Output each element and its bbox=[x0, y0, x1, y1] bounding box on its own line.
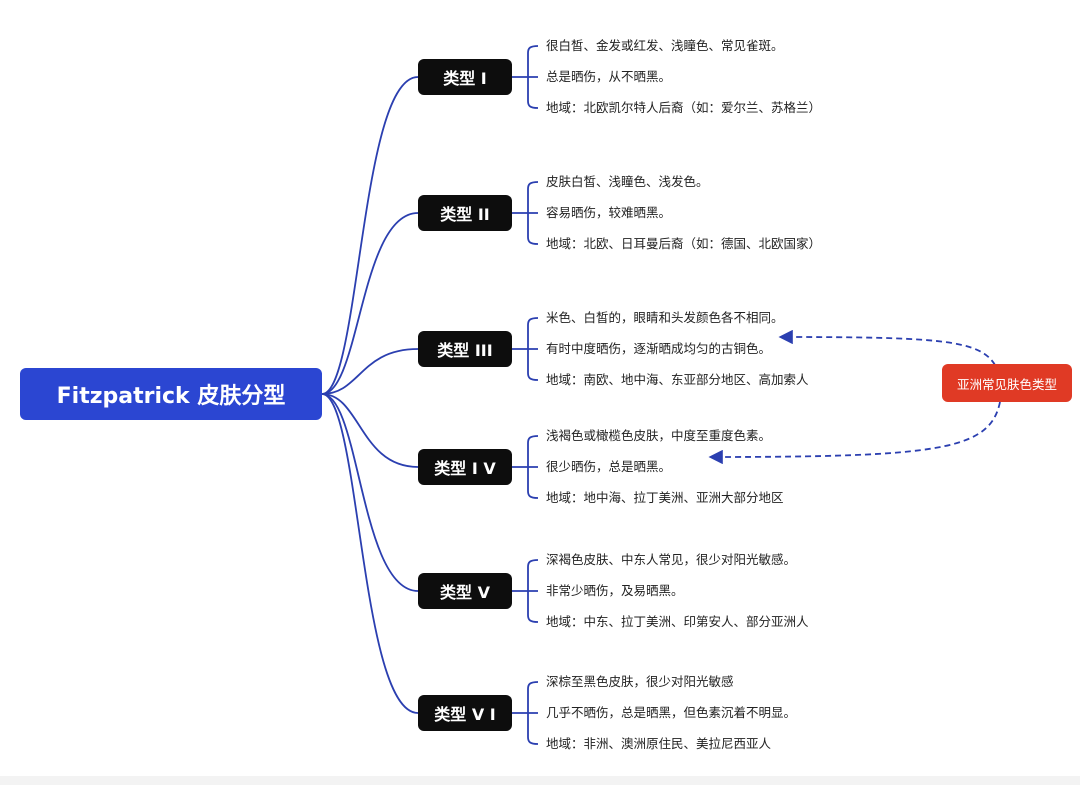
root-node[interactable]: Fitzpatrick 皮肤分型 bbox=[20, 368, 322, 420]
branch-line bbox=[321, 212, 419, 395]
type-node[interactable]: 类型 I bbox=[418, 59, 512, 95]
type-label: 类型 II bbox=[440, 205, 490, 224]
type-detail-item: 深棕至黑色皮肤，很少对阳光敏感 bbox=[546, 674, 734, 689]
type-label: 类型 I bbox=[443, 69, 487, 88]
callout-arrow-type-iv bbox=[708, 401, 1001, 465]
callout-asian-skin-types[interactable]: 亚洲常见肤色类型 bbox=[942, 364, 1072, 402]
type-detail-item: 地域：非洲、澳洲原住民、美拉尼西亚人 bbox=[546, 736, 772, 751]
bracket-line bbox=[512, 435, 539, 499]
type-detail-item: 浅褐色或橄榄色皮肤，中度至重度色素。 bbox=[546, 428, 772, 443]
type-node[interactable]: 类型 V I bbox=[418, 695, 512, 731]
type-detail-item: 深褐色皮肤、中东人常见，很少对阳光敏感。 bbox=[546, 552, 797, 567]
type-label: 类型 V bbox=[440, 583, 490, 602]
type-node[interactable]: 类型 V bbox=[418, 573, 512, 609]
type-detail-item: 非常少晒伤，及易晒黑。 bbox=[546, 583, 684, 598]
type-detail-item: 很少晒伤，总是晒黑。 bbox=[546, 459, 672, 474]
bracket-line bbox=[512, 45, 539, 109]
root-label: Fitzpatrick 皮肤分型 bbox=[56, 384, 286, 409]
callout-arrow-type-iii bbox=[778, 329, 996, 366]
type-node[interactable]: 类型 I V bbox=[418, 449, 512, 485]
type-detail-item: 米色、白皙的，眼睛和头发颜色各不相同。 bbox=[546, 310, 784, 325]
callout-label: 亚洲常见肤色类型 bbox=[956, 376, 1057, 392]
branch-line bbox=[321, 393, 419, 714]
type-detail-item: 地域：北欧、日耳曼后裔（如：德国、北欧国家） bbox=[546, 236, 822, 251]
type-label: 类型 III bbox=[437, 341, 493, 360]
bracket-line bbox=[512, 317, 539, 381]
type-label: 类型 V I bbox=[434, 705, 496, 724]
type-detail-item: 很白皙、金发或红发、浅瞳色、常见雀斑。 bbox=[546, 38, 784, 53]
type-label: 类型 I V bbox=[434, 459, 496, 478]
branch-line bbox=[321, 348, 419, 395]
type-detail-item: 地域：南欧、地中海、东亚部分地区、高加索人 bbox=[546, 372, 809, 387]
type-detail-item: 有时中度晒伤，逐渐晒成均匀的古铜色。 bbox=[546, 341, 772, 356]
type-detail-item: 容易晒伤，较难晒黑。 bbox=[546, 205, 672, 220]
branch-line bbox=[321, 393, 419, 468]
bottom-strip bbox=[0, 776, 1080, 785]
type-detail-item: 几乎不晒伤，总是晒黑，但色素沉着不明显。 bbox=[546, 705, 797, 720]
type-detail-item: 皮肤白皙、浅瞳色、浅发色。 bbox=[546, 174, 709, 189]
bracket-line bbox=[512, 681, 539, 745]
bracket-line bbox=[512, 559, 539, 623]
bracket-line bbox=[512, 181, 539, 245]
type-detail-item: 地域：北欧凯尔特人后裔（如：爱尔兰、苏格兰） bbox=[546, 100, 822, 115]
type-node[interactable]: 类型 III bbox=[418, 331, 512, 367]
branch-line bbox=[321, 393, 419, 592]
branch-line bbox=[321, 76, 419, 395]
type-detail-item: 总是晒伤，从不晒黑。 bbox=[546, 69, 672, 84]
type-detail-item: 地域：地中海、拉丁美洲、亚洲大部分地区 bbox=[546, 490, 784, 505]
type-detail-item: 地域：中东、拉丁美洲、印第安人、部分亚洲人 bbox=[546, 614, 809, 629]
type-node[interactable]: 类型 II bbox=[418, 195, 512, 231]
